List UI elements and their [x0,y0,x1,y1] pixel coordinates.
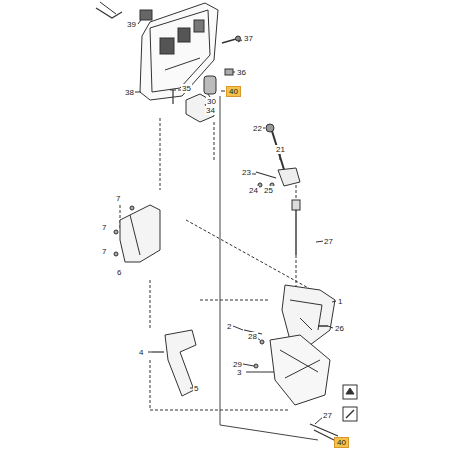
callout-number: 7 [101,223,107,232]
callout-number: 26 [334,324,345,333]
callout-number: 28 [247,332,258,341]
callout-number: 3 [236,368,242,377]
callout-number: 39 [126,20,137,29]
callout-number: 27 [323,237,334,246]
callout-number: 6 [116,268,122,277]
callout-number: 38 [124,88,135,97]
callout-number: 1 [337,297,343,306]
callout-number: 30 [206,97,217,106]
callout-number: 23 [241,168,252,177]
callout-number: 35 [181,84,192,93]
callout-number: 5 [193,384,199,393]
callout-number: 25 [263,186,274,195]
callout-number: 34 [205,106,216,115]
callout-number: 27 [322,411,333,420]
callout-number: 7 [101,247,107,256]
callout-number: 37 [243,34,254,43]
callout-number: 40 [226,86,241,97]
callout-number: 2 [226,322,232,331]
callout-number: 7 [115,194,121,203]
callout-number: 24 [248,186,259,195]
callout-number: 36 [236,68,247,77]
callout-number: 40 [334,437,349,448]
callout-number: 22 [252,124,263,133]
callout-number: 21 [275,145,286,154]
callout-number: 4 [138,348,144,357]
